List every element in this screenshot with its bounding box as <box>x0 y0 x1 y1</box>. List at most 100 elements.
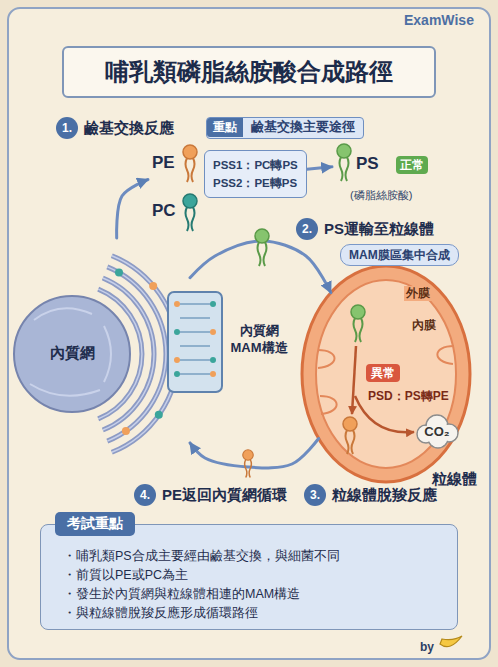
step-heading: 鹼基交換反應 <box>84 117 174 139</box>
step-heading: PE返回內質網循環 <box>162 484 287 506</box>
enzyme-reaction: PSS1：PC轉PS <box>213 156 298 174</box>
status-badge: 正常 <box>396 156 428 174</box>
step-number-circle: 3.粒線體脫羧反應 <box>304 484 326 506</box>
flow-arrow <box>190 241 331 293</box>
lipid-label: PS(磷脂絲胺酸) <box>332 144 392 184</box>
step-number: 1. <box>56 117 78 139</box>
lipid-dot <box>155 411 163 419</box>
organelle-name: 內質網 <box>50 344 95 363</box>
highlight-text: 鹼基交換主要途徑 <box>251 118 355 137</box>
lipid-label: PE <box>148 146 200 180</box>
er-body <box>14 296 130 412</box>
lipid-head <box>337 144 351 158</box>
enzyme-box: PSS1：PC轉PSPSS2：PE轉PS <box>204 150 307 198</box>
ps-lipid-icon <box>351 305 365 342</box>
flow-arrow <box>190 439 319 468</box>
organelle-region: 粒線體異常 <box>302 266 470 482</box>
panel-heading: 考試重點 <box>55 512 135 536</box>
lipid-head <box>343 417 357 431</box>
lipid-head <box>351 305 365 319</box>
flow-arrow <box>117 180 148 239</box>
brand-mark: ExamWise <box>404 12 474 28</box>
pe-lipid-icon <box>183 145 197 182</box>
mam-bridge <box>168 292 222 392</box>
badge-text: 異常 <box>371 366 395 381</box>
lipid-dot <box>174 357 180 363</box>
part-label: 外膜 <box>404 286 432 301</box>
key-point: ・發生於內質網與粒線體相連的MAM構造 <box>63 585 443 604</box>
co2-cloud-shape <box>417 415 458 448</box>
note-box: MAM膜區集中合成 <box>340 244 459 266</box>
status-badge: 異常 <box>366 364 400 382</box>
step-number-circle: 4.PE返回內質網循環 <box>134 484 156 506</box>
lipid-name: PS <box>332 144 392 184</box>
step-number: 4. <box>134 484 156 506</box>
inner-membrane <box>316 280 456 468</box>
box-text: MAM膜區集中合成 <box>349 247 450 263</box>
lipid-name: PC <box>148 194 200 228</box>
lipid-dot <box>210 301 216 307</box>
flow-arrow <box>307 167 332 169</box>
lipid-dot <box>210 357 216 363</box>
ps-lipid-icon <box>255 229 269 266</box>
key-point: ・前質以PE或PC為主 <box>63 566 443 585</box>
lipid-fullname: (磷脂絲胺酸) <box>350 188 412 203</box>
badge-text: 正常 <box>400 158 424 173</box>
lipid-head <box>243 450 254 461</box>
badge-text: 重點 <box>213 118 237 137</box>
lipid-name: PE <box>148 146 200 180</box>
lipid-dot <box>149 282 157 290</box>
lipid-dot <box>210 329 216 335</box>
step-number: 3. <box>304 484 326 506</box>
lipid-tail <box>186 207 195 231</box>
lipid-head <box>183 145 197 159</box>
decarboxylation-arrow <box>352 346 356 414</box>
pc-lipid-icon <box>183 194 197 231</box>
er-fold <box>30 308 111 396</box>
step-heading: PS運輸至粒線體 <box>324 218 434 240</box>
step-heading: 粒線體脫羧反應 <box>332 484 437 506</box>
structure-label: 內質網 MAM構造 <box>226 322 292 362</box>
credit: by <box>420 640 434 654</box>
lipid-dot <box>174 371 180 377</box>
organelle-name: 粒線體 <box>432 470 477 489</box>
lipid-label: PC <box>148 194 200 228</box>
mitochondrion-illustration <box>302 266 470 482</box>
ps-lipid-icon <box>337 144 351 181</box>
lipid-dot <box>210 371 216 377</box>
enzyme-reaction: PSS2：PE轉PS <box>213 174 298 192</box>
structure-name: 內質網 MAM構造 <box>226 322 292 356</box>
outer-membrane <box>302 266 470 482</box>
lipid-tail <box>186 158 195 182</box>
lipid-tail <box>258 242 267 266</box>
lipid-tail <box>340 157 349 181</box>
page-frame <box>8 8 490 659</box>
part-label: 內膜 <box>410 318 438 333</box>
lipid-dot <box>174 329 180 335</box>
pe-lipid-icon <box>343 417 357 454</box>
lipid-dot <box>174 301 180 307</box>
key-point: ・哺乳類PS合成主要經由鹼基交換，與細菌不同 <box>63 547 443 566</box>
banana-icon <box>440 636 462 647</box>
mam-lipid-row <box>180 304 210 374</box>
co2-cloud: CO₂ <box>414 416 460 446</box>
pe-lipid-icon <box>243 450 254 478</box>
diagram-title: 哺乳類磷脂絲胺酸合成路徑 <box>62 46 436 98</box>
lipid-tail <box>245 460 252 478</box>
crista <box>318 346 454 414</box>
lipid-head <box>183 194 197 208</box>
lipid-head <box>255 229 269 243</box>
lipid-tail <box>354 318 363 342</box>
lipid-tail <box>346 430 355 454</box>
step-number: 2. <box>296 218 318 240</box>
step-number-circle: 1.鹼基交換反應 <box>56 117 78 139</box>
enzyme-reaction: PSD：PS轉PE <box>366 388 451 405</box>
lipid-dot <box>115 269 123 277</box>
lipid-dot <box>122 427 130 435</box>
highlight-box: 鹼基交換主要途徑重點 <box>206 117 364 139</box>
organelle-region: 內質網 <box>14 238 190 470</box>
highlight-badge: 重點 <box>207 118 243 137</box>
